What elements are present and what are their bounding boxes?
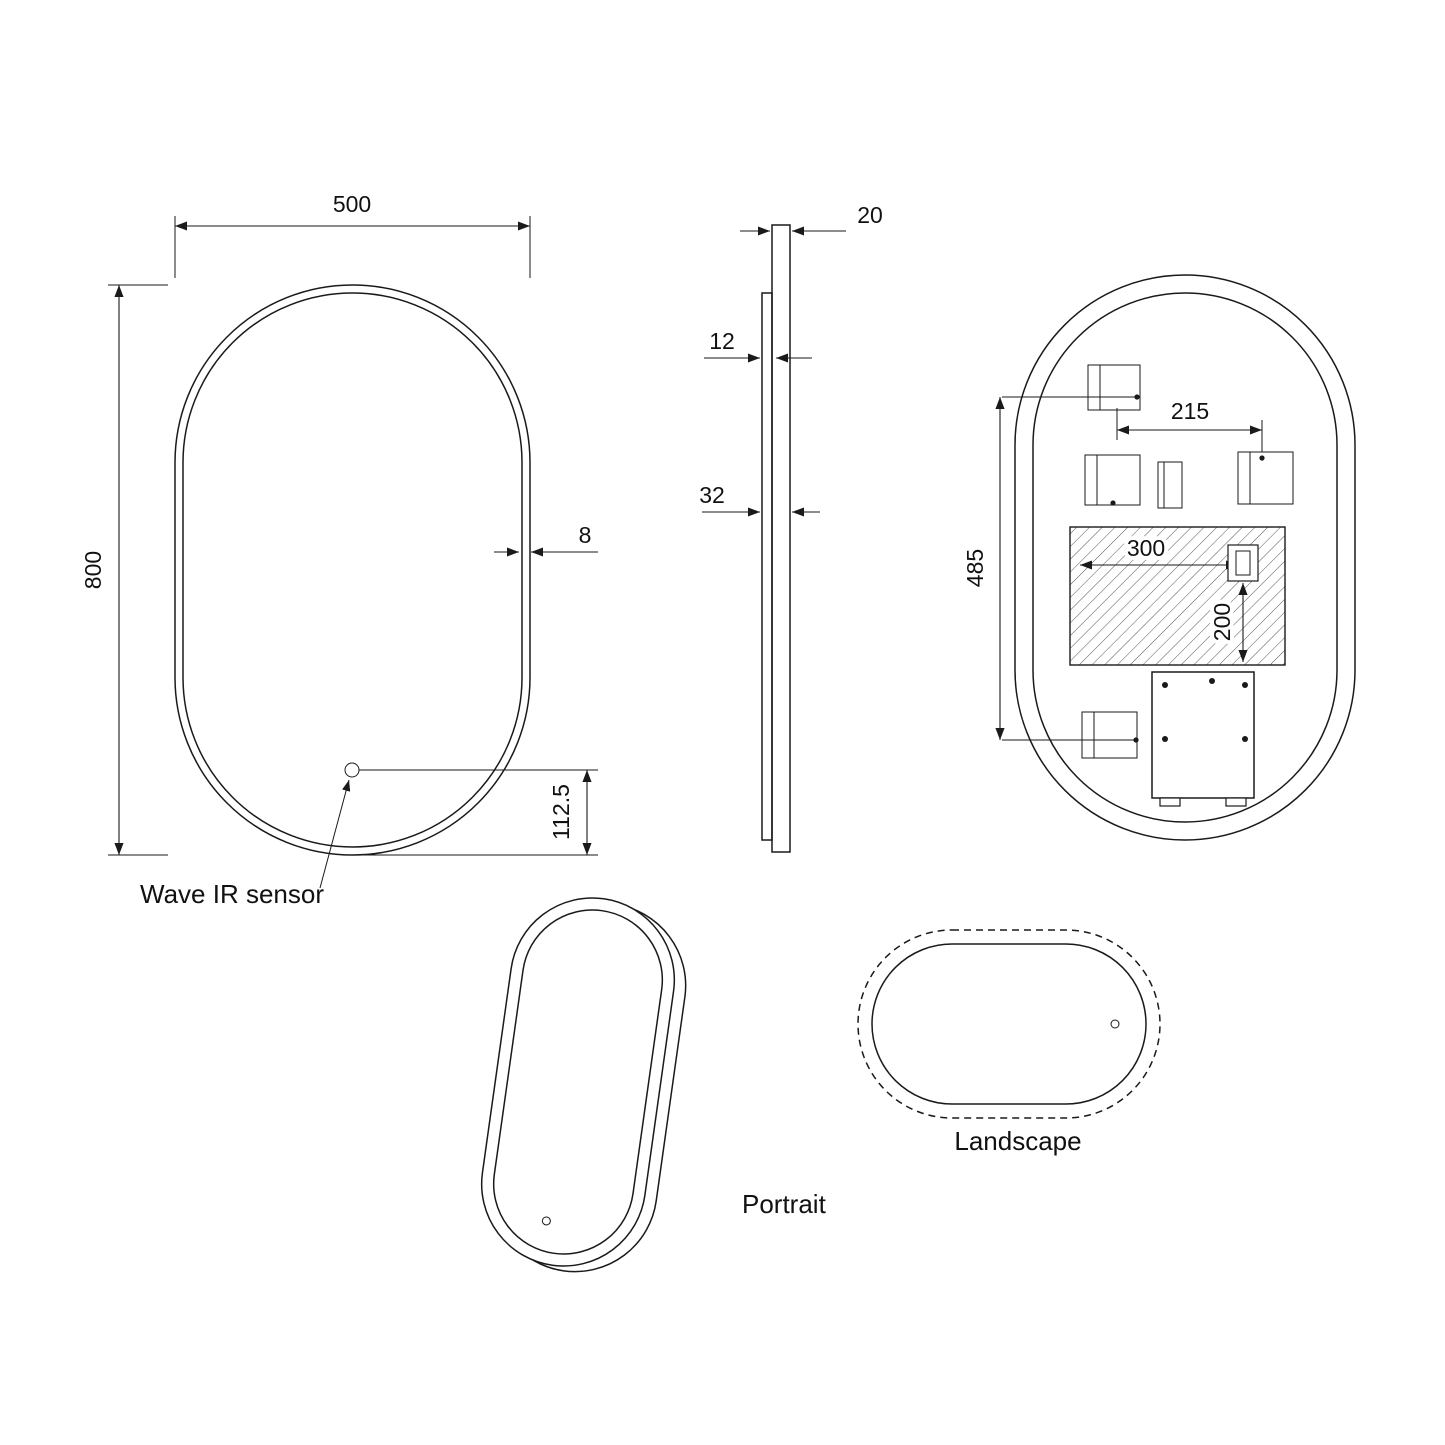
portrait-sensor-circle bbox=[541, 1216, 551, 1226]
side-glass-dim-text: 12 bbox=[709, 328, 735, 354]
junction-box-foot bbox=[1159, 797, 1181, 807]
sensor-label-text: Wave IR sensor bbox=[140, 879, 324, 909]
junction-box bbox=[1151, 671, 1255, 807]
side-profile-backframe bbox=[761, 292, 773, 841]
landscape-label-text: Landscape bbox=[954, 1126, 1081, 1156]
mirror-outer-outline bbox=[174, 284, 531, 856]
bracket-bottom-left bbox=[1081, 711, 1138, 759]
bracket-span-dim-text: 215 bbox=[1171, 398, 1209, 424]
reference-dot bbox=[1110, 500, 1116, 506]
dim-bracket-span-215: 215 bbox=[1116, 398, 1263, 452]
portrait-front-face bbox=[480, 897, 676, 1267]
front-height-dim-text: 800 bbox=[80, 551, 106, 589]
dim-glass-12: 12 bbox=[704, 328, 812, 363]
mirror-inner-outline bbox=[182, 292, 523, 848]
back-view: 215 485 300 200 bbox=[962, 274, 1356, 841]
dim-frame-8: 8 bbox=[494, 522, 598, 557]
landscape-view bbox=[857, 929, 1161, 1119]
landscape-sensor-circle bbox=[1110, 1019, 1120, 1029]
back-inner-outline bbox=[1032, 292, 1338, 823]
driver-height-dim-text: 200 bbox=[1209, 603, 1235, 641]
back-outer-outline bbox=[1014, 274, 1356, 841]
dim-framedepth-32: 32 bbox=[699, 482, 820, 517]
hook-box-inner bbox=[1235, 550, 1251, 576]
mounting-brackets bbox=[1081, 364, 1294, 759]
landscape-inner-outline bbox=[871, 943, 1147, 1105]
side-profile-glass bbox=[771, 224, 791, 853]
reference-dot bbox=[1134, 394, 1140, 400]
sensor-callout: Wave IR sensor bbox=[140, 779, 351, 909]
screw-dot bbox=[1162, 736, 1168, 742]
bracket-mid-right bbox=[1237, 451, 1294, 505]
side-view: 20 12 32 bbox=[699, 202, 883, 853]
dim-width-500: 500 bbox=[174, 191, 531, 278]
driver-area: 300 200 bbox=[1069, 526, 1286, 666]
reference-dot bbox=[1259, 455, 1265, 461]
screw-dot bbox=[1242, 682, 1248, 688]
screw-dot bbox=[1209, 678, 1215, 684]
driver-width-dim-text: 300 bbox=[1127, 535, 1165, 561]
front-width-dim-text: 500 bbox=[333, 191, 371, 217]
portrait-inner-outline bbox=[492, 909, 664, 1255]
portrait-view bbox=[480, 897, 687, 1273]
junction-box-foot bbox=[1225, 797, 1247, 807]
screw-dot bbox=[1242, 736, 1248, 742]
side-depth-dim-text: 20 bbox=[857, 202, 883, 228]
wave-ir-sensor-circle bbox=[344, 762, 360, 778]
leader-line bbox=[319, 779, 351, 889]
front-frame-dim-text: 8 bbox=[579, 522, 592, 548]
bracket-center bbox=[1157, 461, 1183, 509]
side-framedepth-dim-text: 32 bbox=[699, 482, 725, 508]
reference-dot bbox=[1133, 737, 1139, 743]
sensor-offset-dim-text: 112.5 bbox=[548, 784, 574, 840]
dim-depth-20: 20 bbox=[740, 202, 883, 236]
landscape-outer-outline bbox=[857, 929, 1161, 1119]
vertical-span-dim-text: 485 bbox=[962, 549, 988, 587]
bracket-mid-left bbox=[1084, 454, 1141, 506]
screw-dot bbox=[1162, 682, 1168, 688]
dim-height-800: 800 bbox=[80, 284, 168, 856]
dim-sensor-offset: 112.5 bbox=[356, 769, 598, 856]
bracket-top-left bbox=[1087, 364, 1141, 411]
front-view: 500 800 8 112.5 Wave IR sensor bbox=[80, 191, 598, 909]
portrait-label-text: Portrait bbox=[742, 1189, 827, 1219]
dim-vertical-span-485: 485 bbox=[962, 396, 1135, 741]
junction-box-body bbox=[1151, 671, 1255, 799]
